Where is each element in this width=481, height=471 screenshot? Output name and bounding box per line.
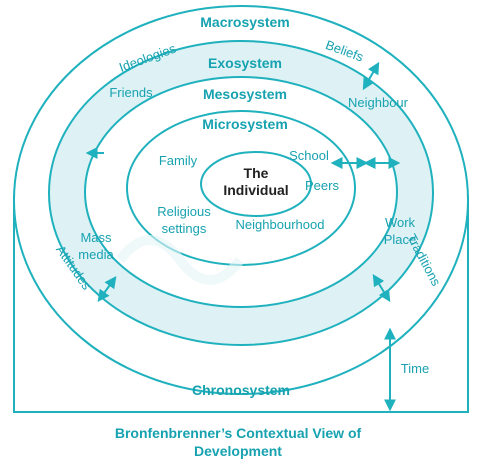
caption-line1: Bronfenbrenner’s Contextual View of xyxy=(115,425,362,441)
label-religious-line1: Religious xyxy=(157,204,211,219)
label-work-line1: Work xyxy=(385,215,416,230)
watermark-shape xyxy=(116,235,244,285)
label-mass-line2: media xyxy=(78,247,114,262)
individual-line2: Individual xyxy=(223,182,288,198)
caption-line2: Development xyxy=(194,443,282,459)
label-school: School xyxy=(289,148,329,163)
macrosystem-title: Macrosystem xyxy=(200,14,290,30)
label-mass-line1: Mass xyxy=(80,230,112,245)
individual-ring xyxy=(200,151,312,217)
individual-line1: The xyxy=(244,165,269,181)
exosystem-title: Exosystem xyxy=(208,55,282,71)
arrow-mass-media xyxy=(97,276,117,302)
label-peers: Peers xyxy=(305,178,339,193)
label-work-line2: Place xyxy=(384,232,417,247)
arrow-work-place xyxy=(372,273,391,303)
label-religious-line2: settings xyxy=(162,221,207,236)
label-family: Family xyxy=(159,153,198,168)
chronosystem-frame xyxy=(13,195,469,413)
label-neighbour: Neighbour xyxy=(348,95,409,110)
mesosystem-title: Mesosystem xyxy=(203,86,287,102)
label-friends: Friends xyxy=(109,85,153,100)
label-neighbourhood: Neighbourhood xyxy=(236,217,325,232)
microsystem-title: Microsystem xyxy=(202,116,288,132)
label-time: Time xyxy=(401,361,429,376)
chronosystem-title: Chronosystem xyxy=(192,382,290,398)
arrow-beliefs-neighbour xyxy=(362,61,380,91)
